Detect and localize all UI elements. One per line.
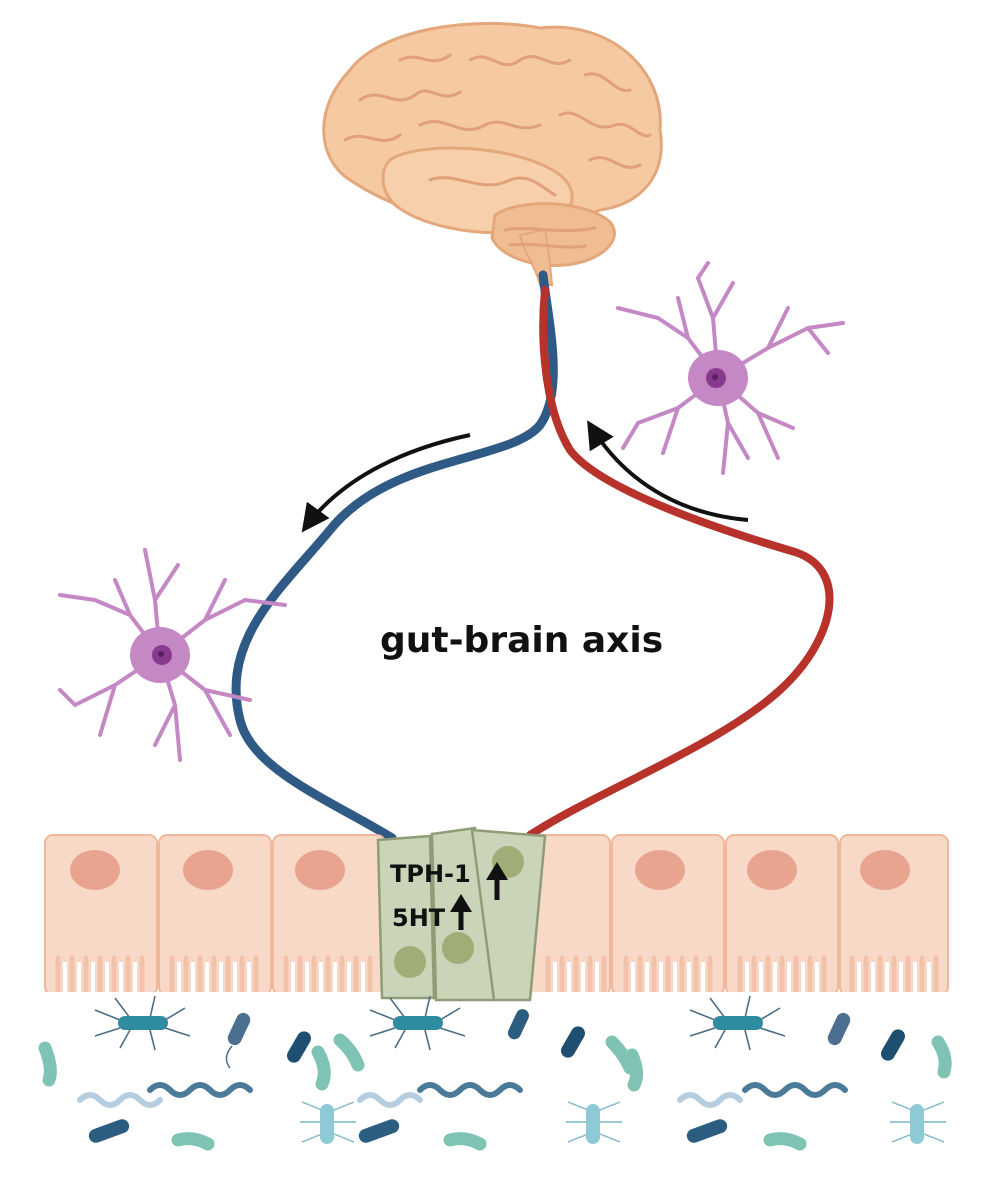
epithelial-cell-icon [725,834,839,996]
bacteria-icon [931,1035,952,1079]
bacteria-icon [686,1119,728,1143]
arrow-icon [587,420,749,522]
epithelium [44,834,949,1000]
efferent-pathway [231,270,558,843]
bacteria-icon [357,1092,423,1108]
up-arrow-icon [486,862,508,900]
bacteria-icon [88,1119,130,1143]
enterochromaffin-cell-icon [376,826,547,1002]
bacteria-icon [827,1012,851,1046]
bacteria-icon [38,1041,57,1087]
bacteria-icon [625,1048,644,1092]
bacteria-icon [561,1026,585,1058]
bacteria-icon [94,995,191,1051]
epithelial-cell-icon [44,834,158,996]
bacteria-icon [369,995,466,1051]
microvilli [55,955,939,995]
bacteria-icon [225,1012,251,1069]
diagram-title: gut-brain axis [380,620,663,661]
bacteria-icon [147,1082,253,1098]
bacteria-icon [742,1082,848,1098]
bacteria-icon [507,1009,529,1040]
bacteria-icon [677,1092,743,1108]
afferent-pathway [526,286,834,839]
bacteria-icon [358,1119,400,1143]
bacteria-icon [689,995,786,1051]
bacteria-icon [311,1045,331,1091]
bacteria-icon [300,1101,356,1144]
bacteria-icon [77,1092,163,1108]
up-arrow-icon [450,894,472,930]
arrow-icon [301,433,471,533]
bacteria-icon [605,1035,637,1075]
bacteria-icon [566,1101,622,1144]
bacteria-icon [881,1029,905,1061]
epithelial-cell-icon [158,834,272,996]
neuron-icon [616,261,845,475]
bacteria-icon [763,1132,807,1151]
neuron-icon [58,548,287,762]
bacteria-icon [890,1101,946,1144]
bacteria-icon [171,1132,215,1151]
gut-microbiota [38,995,952,1151]
bacteria-icon [417,1082,523,1098]
bacteria-icon [333,1033,365,1072]
brain-icon [322,22,663,286]
bacteria-icon [443,1132,487,1151]
epithelial-cell-icon [611,834,725,996]
tph1-label: TPH-1 [390,860,471,888]
bacteria-icon [287,1031,311,1063]
serotonin-label: 5HT [392,904,446,932]
